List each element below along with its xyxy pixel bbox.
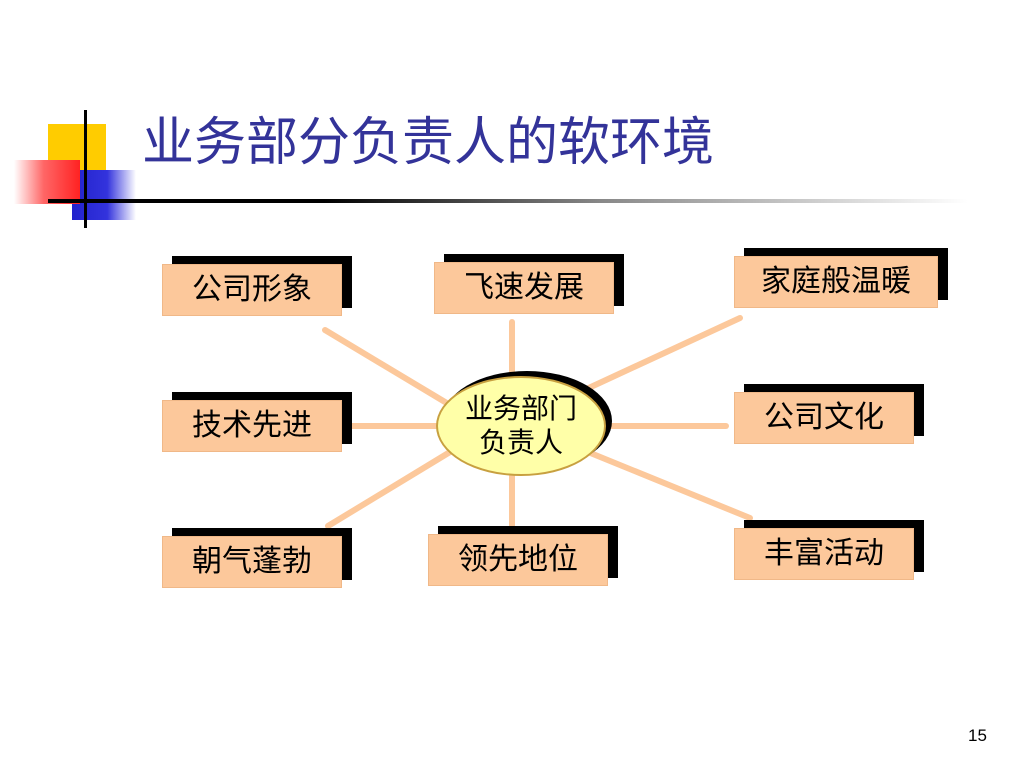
node-leading-position: 领先地位: [428, 534, 608, 586]
connector-line: [322, 327, 453, 408]
connector-line: [585, 449, 753, 521]
page-number: 15: [968, 726, 987, 745]
center-node-line2: 负责人: [478, 426, 563, 459]
node-company-image: 公司形象: [162, 264, 342, 316]
node-rapid-development: 飞速发展: [434, 262, 614, 314]
decorative-red-square: [14, 160, 80, 204]
node-rich-activities: 丰富活动: [734, 528, 914, 580]
node-advanced-technology: 技术先进: [162, 400, 342, 452]
connector-line: [577, 315, 743, 395]
node-family-warmth: 家庭般温暖: [734, 256, 938, 308]
node-company-culture: 公司文化: [734, 392, 914, 444]
node-vigorous: 朝气蓬勃: [162, 536, 342, 588]
decorative-vertical-line: [84, 110, 87, 228]
title-underline: [48, 199, 968, 203]
center-node-line1: 业务部门: [464, 392, 577, 426]
decorative-blue-square: [72, 170, 136, 220]
connector-line: [325, 449, 453, 529]
slide-title: 业务部分负责人的软环境: [142, 113, 715, 173]
center-node-department-head: 业务部门 负责人: [436, 376, 606, 476]
